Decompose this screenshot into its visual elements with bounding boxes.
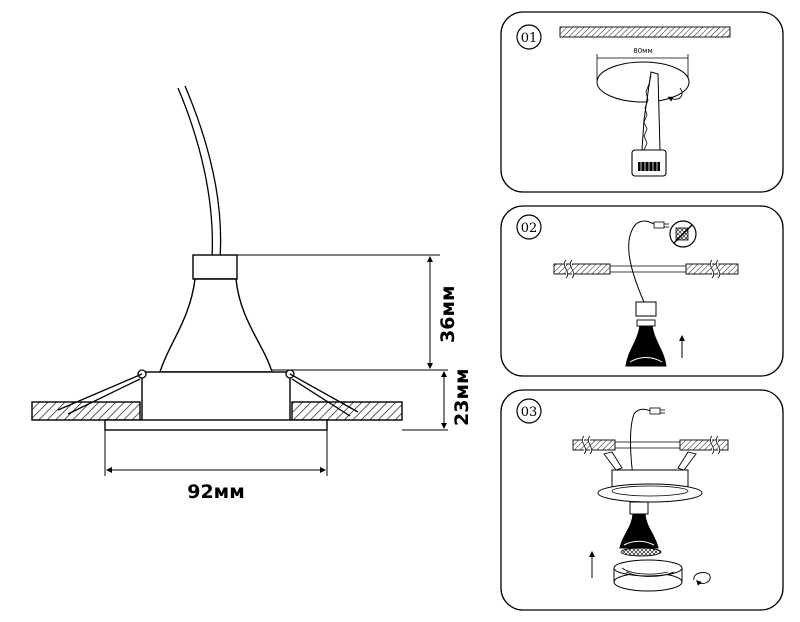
housing xyxy=(141,371,291,423)
step-02-socket xyxy=(635,301,657,317)
step-03-number: 03 xyxy=(521,405,538,420)
step-02-panel: 02 xyxy=(500,205,784,377)
socket xyxy=(192,254,238,280)
step-01-ceiling xyxy=(559,26,731,38)
step-01-panel: 01 80мм xyxy=(500,11,784,193)
step-02-number: 02 xyxy=(521,221,538,236)
step-01-hole xyxy=(596,61,690,103)
bezel xyxy=(104,419,328,431)
step-03-panel: 03 xyxy=(500,389,784,611)
dim-width-label: 92мм xyxy=(187,481,245,503)
step-02-badge xyxy=(516,214,542,240)
wire xyxy=(177,87,214,259)
step-02-ceiling-left xyxy=(553,263,611,275)
ceiling-right xyxy=(291,401,403,421)
step-02-wire xyxy=(628,220,659,303)
step-03-badge xyxy=(516,398,542,424)
step-02-bulb xyxy=(625,323,667,367)
step-03-ceiling-left xyxy=(572,439,616,451)
step-03-clip-right xyxy=(677,451,697,471)
lamp-bulb xyxy=(159,278,273,373)
wire-2 xyxy=(184,85,222,259)
step-03-mesh-ring xyxy=(620,547,662,557)
spring-clip-left xyxy=(57,373,143,415)
dim-height-top-label: 36мм xyxy=(437,285,459,343)
step-03-rotate-arrow xyxy=(693,572,711,586)
step-01-badge xyxy=(516,24,542,50)
ceiling-left xyxy=(31,401,141,421)
spring-clip-right xyxy=(289,373,359,417)
step-03-ceiling-right xyxy=(679,439,729,451)
step-01-number: 01 xyxy=(521,31,538,46)
step-03-bulb xyxy=(619,513,659,549)
step-03-clip-left xyxy=(603,451,623,471)
dim-height-bottom-label: 23мм xyxy=(451,368,473,426)
main-fixture-drawing: 36мм 23мм 92мм xyxy=(31,85,473,503)
step-03-socket xyxy=(629,501,649,515)
step-01-hole-size-label: 80мм xyxy=(633,47,652,55)
